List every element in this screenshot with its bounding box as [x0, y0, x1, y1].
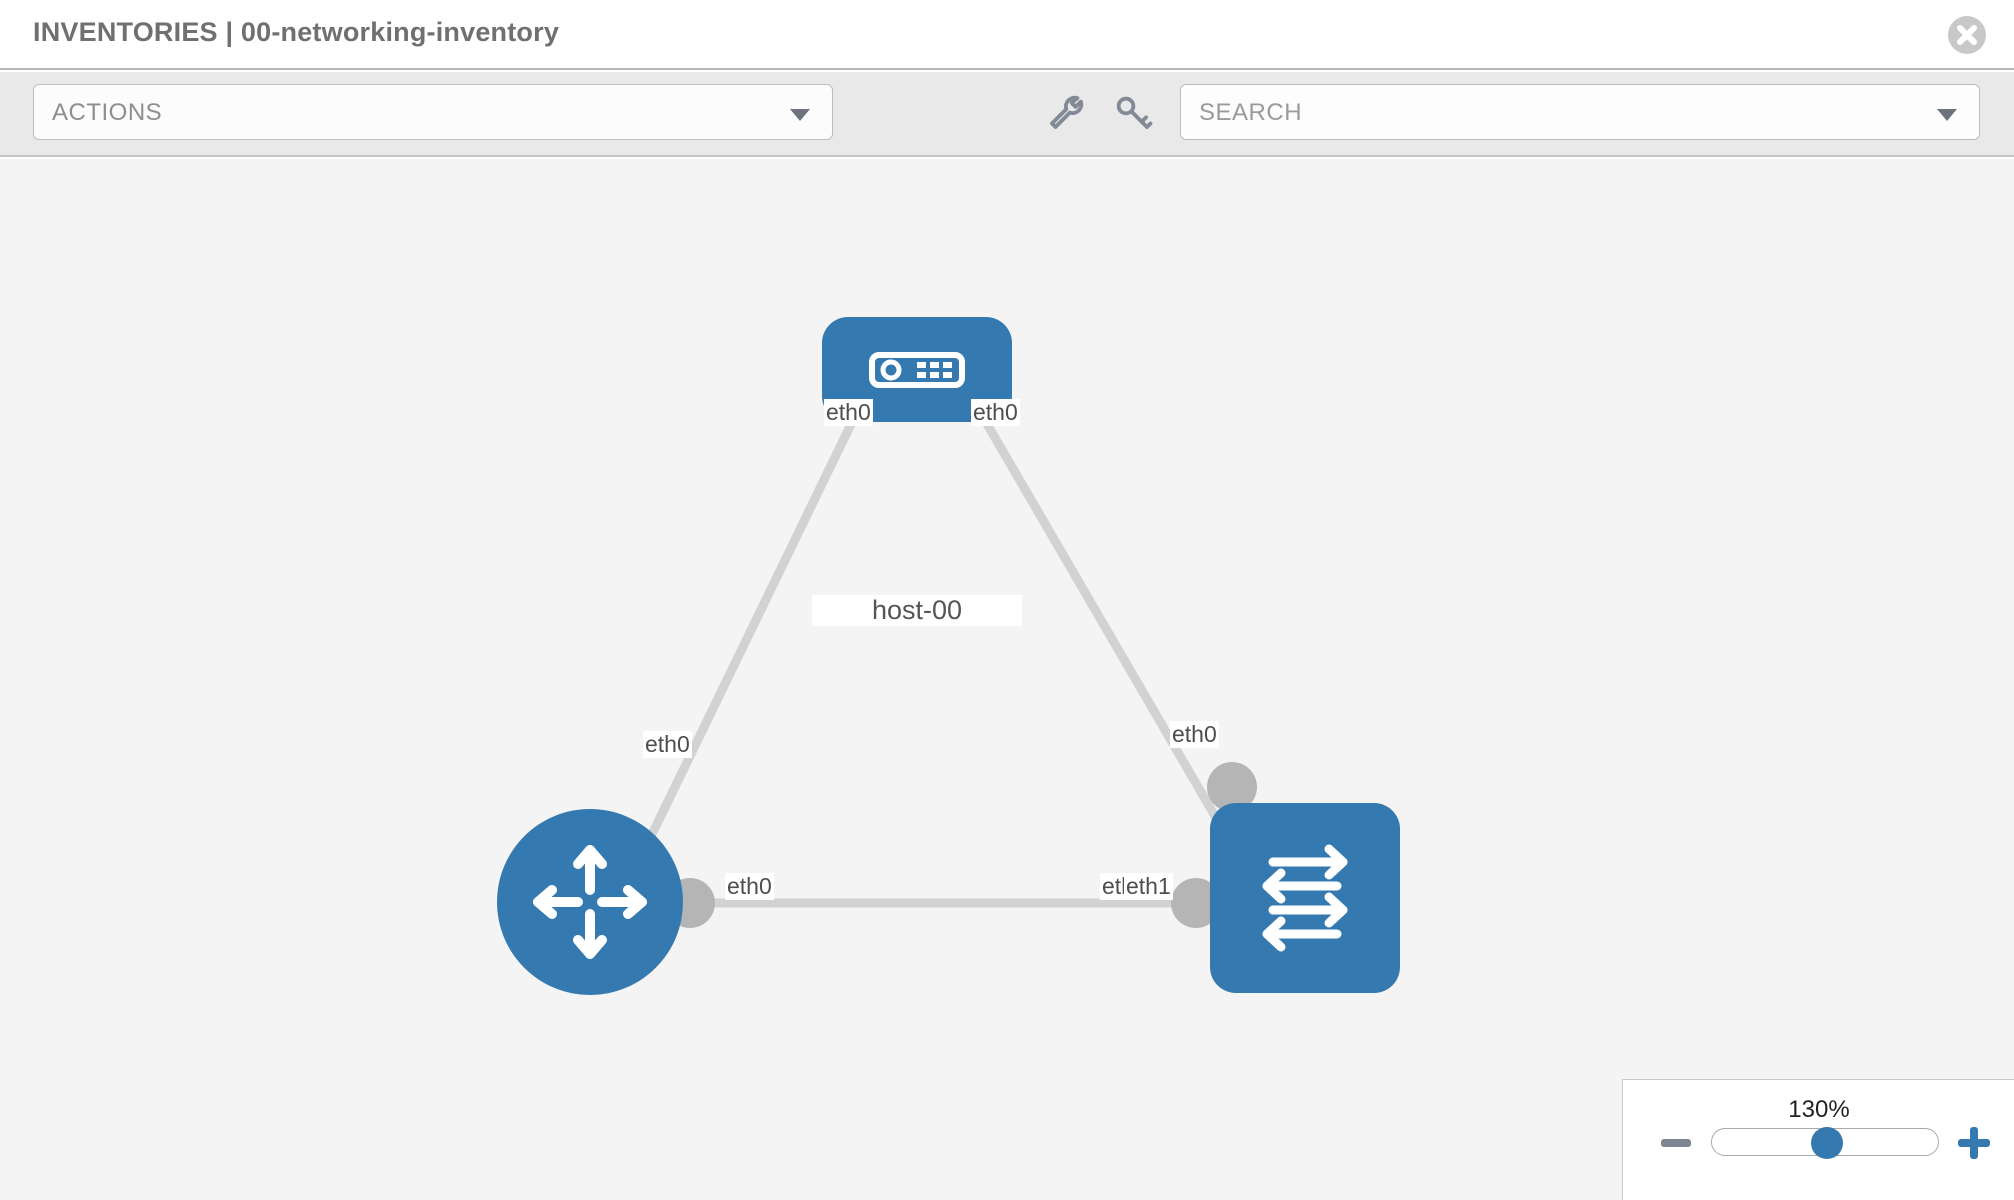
edge-label-switch-uplink: eth0: [1170, 721, 1219, 748]
node-router-00[interactable]: router-00: [497, 809, 683, 995]
zoom-level-value: 130%: [1788, 1096, 1850, 1123]
server-icon: [869, 351, 965, 388]
link-host-switch: [958, 378, 1244, 862]
actions-dropdown-label: ACTIONS: [52, 99, 163, 126]
page-title: INVENTORIES | 00-networking-inventory: [33, 17, 560, 47]
stub-switch-left: [1171, 878, 1221, 928]
wrench-icon[interactable]: [1045, 92, 1087, 134]
switch-arrows-icon: [1262, 844, 1348, 952]
chevron-down-icon: [790, 109, 810, 121]
key-icon[interactable]: [1112, 92, 1154, 134]
zoom-slider-thumb[interactable]: [1811, 1127, 1843, 1159]
edge-label-switch-left: eth1: [1124, 873, 1173, 900]
node-switch-00-shape[interactable]: [1210, 803, 1400, 993]
edge-label-host-left: eth0: [824, 399, 873, 426]
zoom-control-panel: 130%: [1622, 1079, 2014, 1200]
link-host-router: [635, 379, 877, 861]
search-input[interactable]: SEARCH: [1180, 84, 1980, 140]
edge-label-host-right: eth0: [971, 399, 1020, 426]
zoom-out-button[interactable]: [1661, 1139, 1691, 1147]
node-host-00[interactable]: host-00: [812, 317, 1022, 626]
edge-label-router-uplink: eth0: [643, 731, 692, 758]
chevron-down-icon[interactable]: [1937, 109, 1957, 121]
zoom-in-button[interactable]: [1958, 1127, 1990, 1159]
actions-dropdown[interactable]: ACTIONS: [33, 84, 833, 140]
router-arrows-icon: [533, 845, 647, 959]
node-switch-00[interactable]: switch-00: [1210, 803, 1400, 993]
stub-switch-top: [1207, 762, 1257, 812]
search-placeholder: SEARCH: [1199, 99, 1303, 126]
page-header: INVENTORIES | 00-networking-inventory: [0, 0, 2014, 70]
close-icon[interactable]: [1948, 16, 1986, 54]
node-router-00-shape[interactable]: [497, 809, 683, 995]
edge-label-router-right: eth0: [725, 873, 774, 900]
topology-links-layer: [635, 346, 1270, 928]
topology-canvas[interactable]: host-00 router-00: [0, 159, 2014, 1200]
node-host-00-label: host-00: [812, 595, 1022, 626]
